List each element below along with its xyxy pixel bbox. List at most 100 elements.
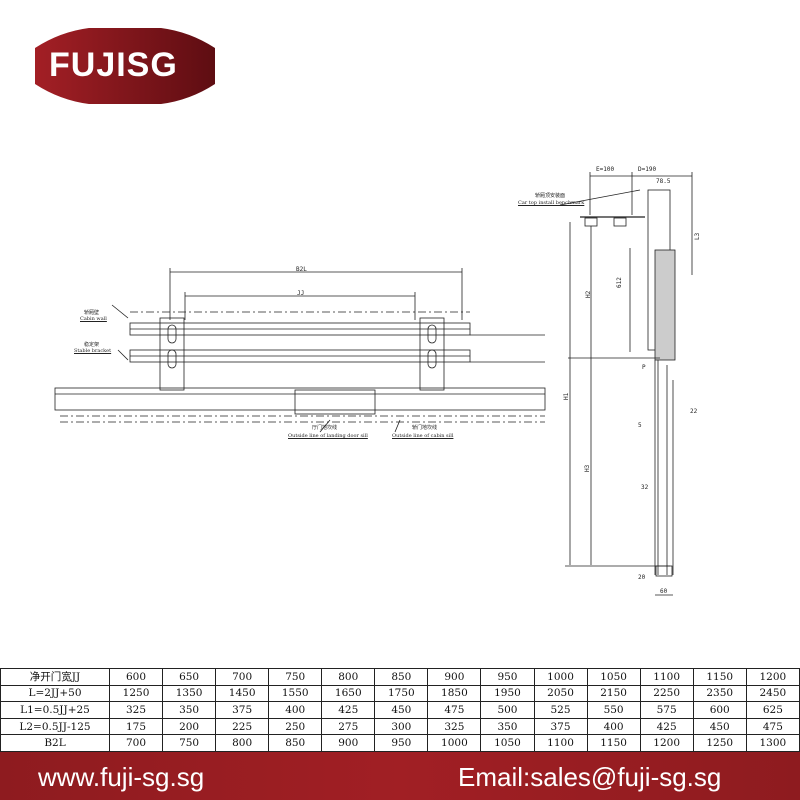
row-label: L2=0.5JJ-125 — [0, 717, 110, 736]
dim-22: 22 — [690, 408, 698, 415]
table-cell: 200 — [162, 717, 217, 736]
table-cell: 1750 — [374, 684, 429, 703]
table-cell: 300 — [374, 717, 429, 736]
table-cell: 1250 — [108, 684, 164, 703]
dim-e: E=100 — [596, 166, 615, 173]
label-cabin-wall-cn: 轿厢壁 — [84, 310, 100, 316]
dim-h3: H3 — [584, 464, 591, 472]
table-cell: 375 — [215, 701, 270, 719]
dim-d: D=190 — [638, 166, 657, 173]
table-cell: 1150 — [586, 734, 641, 752]
label-landing-sill-cn: 厅门地坎线 — [312, 425, 338, 431]
table-cell: 1050 — [480, 734, 535, 752]
table-cell: 275 — [321, 717, 376, 736]
table-cell: 750 — [268, 668, 323, 686]
table-cell: 375 — [533, 717, 588, 736]
website-link[interactable]: www.fuji-sg.sg — [38, 762, 205, 792]
table-cell: 550 — [586, 701, 641, 719]
dim-32: 32 — [641, 484, 649, 491]
table-cell: 900 — [427, 668, 482, 686]
table-cell: 800 — [321, 668, 376, 686]
row-label: L1=0.5JJ+25 — [0, 701, 110, 719]
label-landing-sill-en: Outside line of landing door sill — [288, 433, 368, 439]
table-cell: 600 — [692, 701, 747, 719]
side-view — [559, 172, 693, 596]
logo-badge-shape — [35, 28, 215, 104]
email-link[interactable]: Email:sales@fuji-sg.sg — [458, 762, 722, 792]
row-label: 净开门宽JJ — [0, 668, 110, 686]
dim-60: 60 — [660, 588, 668, 595]
table-cell: 1050 — [586, 668, 641, 686]
table-cell: 400 — [268, 701, 323, 719]
label-cabin-sill-en: Outside line of cabin sill — [392, 433, 454, 439]
table-cell: 575 — [639, 701, 694, 719]
table-cell: 175 — [108, 717, 164, 736]
table-cell: 1000 — [427, 734, 482, 752]
row-label: L=2JJ+50 — [0, 684, 110, 703]
brand-logo: FUJISG — [35, 28, 215, 104]
table-cell: 700 — [108, 734, 164, 752]
table-cell: 1300 — [745, 734, 800, 752]
table-cell: 900 — [321, 734, 376, 752]
table-cell: 850 — [374, 668, 429, 686]
table-cell: 1200 — [745, 668, 800, 686]
table-cell: 800 — [215, 734, 270, 752]
technical-drawing — [54, 172, 693, 596]
table-cell: 750 — [162, 734, 217, 752]
table-cell: 600 — [108, 668, 164, 686]
table-cell: 450 — [692, 717, 747, 736]
table-cell: 1250 — [692, 734, 747, 752]
footer-bar: www.fuji-sg.sg Email:sales@fuji-sg.sg — [0, 752, 800, 800]
table-cell: 225 — [215, 717, 270, 736]
logo-text: FUJISG — [49, 46, 178, 84]
table-cell: 950 — [480, 668, 535, 686]
table-cell: 1100 — [533, 734, 588, 752]
dim-jj: JJ — [297, 290, 305, 297]
dim-5: 5 — [638, 422, 642, 429]
label-stable-bracket-en: Stable bracket — [74, 348, 112, 354]
label-stable-bracket-cn: 稳定架 — [84, 342, 100, 348]
table-cell: 400 — [586, 717, 641, 736]
dim-78-5: 78.5 — [656, 178, 671, 185]
table-cell: 700 — [215, 668, 270, 686]
table-cell: 1450 — [215, 684, 270, 703]
label-cabin-sill-cn: 轿门地坎线 — [412, 425, 438, 431]
dim-l3: L3 — [694, 232, 701, 240]
table-cell: 1100 — [639, 668, 694, 686]
table-cell: 625 — [745, 701, 800, 719]
dim-20: 20 — [638, 574, 646, 581]
table-cell: 475 — [427, 701, 482, 719]
table-cell: 1650 — [321, 684, 376, 703]
table-cell: 1200 — [639, 734, 694, 752]
table-cell: 650 — [162, 668, 217, 686]
table-cell: 2050 — [533, 684, 588, 703]
table-cell: 350 — [162, 701, 217, 719]
table-cell: 1150 — [692, 668, 747, 686]
table-cell: 1000 — [533, 668, 588, 686]
table-cell: 1550 — [268, 684, 323, 703]
dim-612: 612 — [616, 277, 623, 288]
table-cell: 1850 — [427, 684, 482, 703]
table-cell: 350 — [480, 717, 535, 736]
label-car-top-en: Car top install benchmark — [518, 200, 585, 206]
table-cell: 325 — [427, 717, 482, 736]
row-label: B2L — [0, 734, 110, 752]
table-cell: 325 — [108, 701, 164, 719]
table-cell: 850 — [268, 734, 323, 752]
label-car-top-cn: 轿厢顶安装面 — [535, 193, 566, 199]
dim-h2: H2 — [585, 290, 592, 298]
table-cell: 525 — [533, 701, 588, 719]
dim-h1: H1 — [563, 392, 570, 400]
table-cell: 2450 — [745, 684, 800, 703]
table-cell: 425 — [321, 701, 376, 719]
table-cell: 500 — [480, 701, 535, 719]
table-cell: 1350 — [162, 684, 217, 703]
front-view — [54, 268, 546, 433]
table-cell: 425 — [639, 717, 694, 736]
